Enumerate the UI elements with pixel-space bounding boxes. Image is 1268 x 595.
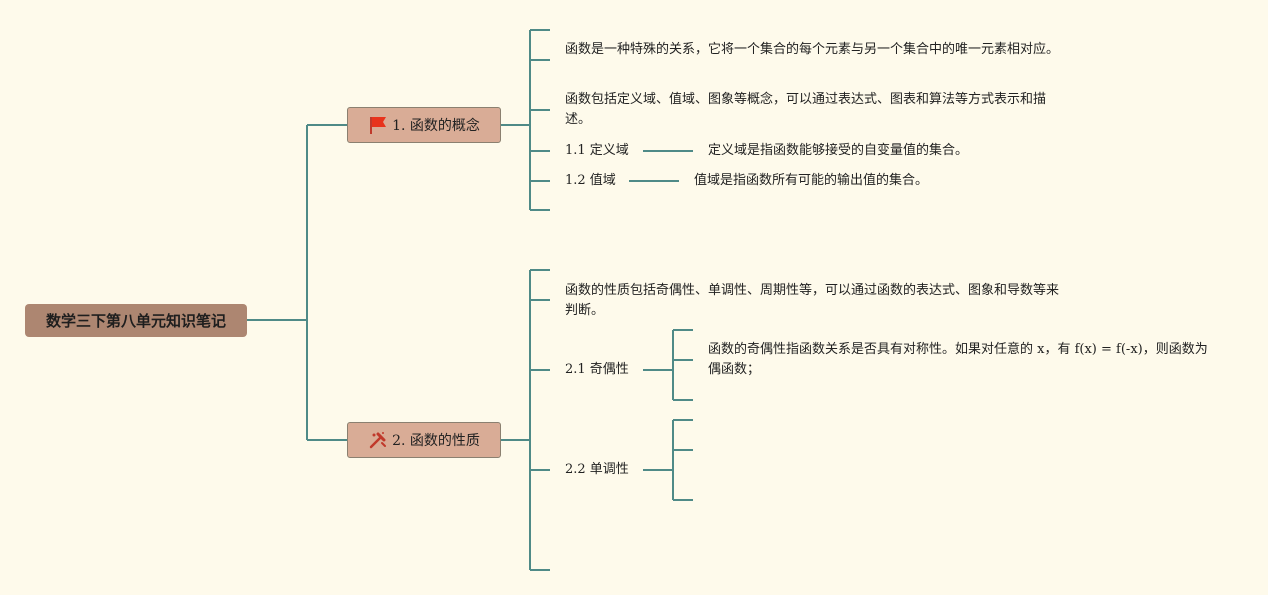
root-node[interactable]: 数学三下第八单元知识笔记 — [25, 304, 247, 337]
note-text: 函数是一种特殊的关系，它将一个集合的每个元素与另一个集合中的唯一元素相对应。 — [565, 42, 1060, 57]
note-text: 函数的性质包括奇偶性、单调性、周期性等，可以通过函数的表达式、图象和导数等来判断… — [565, 283, 1060, 318]
root-title: 数学三下第八单元知识笔记 — [45, 312, 226, 330]
topic-title: 2. 函数的性质 — [392, 433, 480, 449]
subtopic-label[interactable]: 1.1 定义域 — [565, 143, 629, 158]
topic-title: 1. 函数的概念 — [392, 118, 480, 134]
subtopic-label[interactable]: 2.2 单调性 — [565, 462, 629, 477]
red-flag-icon — [370, 117, 387, 134]
subtopic-desc: 值域是指函数所有可能的输出值的集合。 — [694, 173, 929, 188]
subtopic-desc: 定义域是指函数能够接受的自变量值的集合。 — [708, 143, 969, 158]
subtopic-label[interactable]: 1.2 值域 — [565, 173, 616, 188]
note-text: 函数包括定义域、值域、图象等概念，可以通过表达式、图表和算法等方式表示和描述。 — [565, 92, 1047, 127]
topic-node-properties[interactable]: 2. 函数的性质 — [347, 422, 501, 458]
tools-icon — [369, 432, 387, 449]
subtopic-desc: 函数的奇偶性指函数关系是否具有对称性。如果对任意的 x，有 f(x) = f(-… — [708, 342, 1208, 377]
subtopic-label[interactable]: 2.1 奇偶性 — [565, 362, 629, 377]
topic-node-concept[interactable]: 1. 函数的概念 — [347, 107, 501, 143]
